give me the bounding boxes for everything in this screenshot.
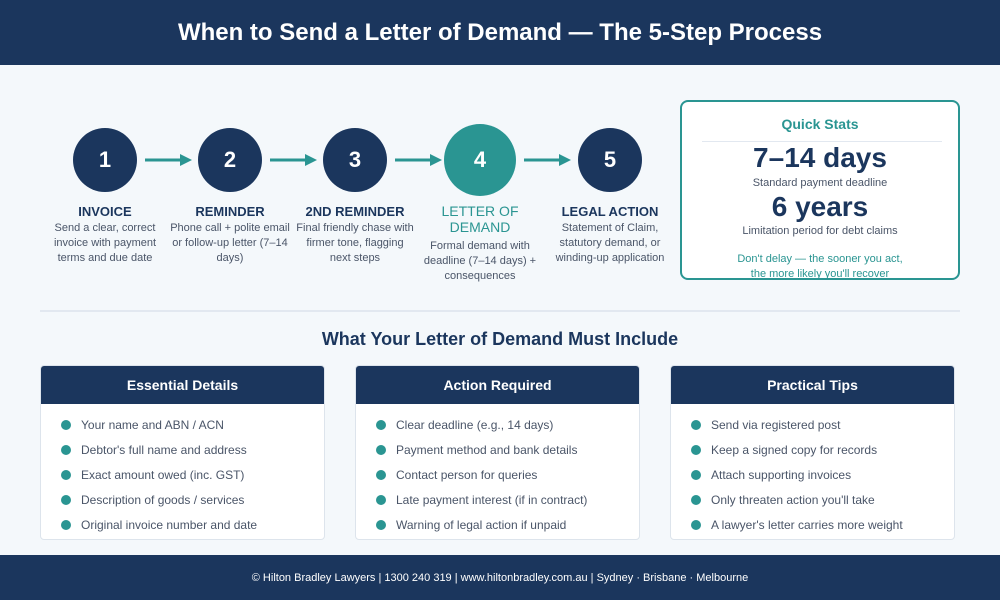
quick-stats-note-line1: Don't delay — the sooner you act, bbox=[737, 253, 903, 265]
card-title: Essential Details bbox=[41, 366, 324, 404]
quick-stats-title: Quick Stats bbox=[781, 116, 859, 132]
list-item-text: Debtor's full name and address bbox=[81, 443, 247, 457]
bullet-dot-icon bbox=[376, 420, 386, 430]
quick-stats-panel: Quick Stats 7–14 days Standard payment d… bbox=[680, 100, 960, 280]
section-title: What Your Letter of Demand Must Include bbox=[321, 329, 679, 349]
quick-stats-note: Don't delay — the sooner you act, the mo… bbox=[682, 252, 958, 282]
list-item: Warning of legal action if unpaid bbox=[376, 518, 639, 539]
list-item-text: Attach supporting invoices bbox=[711, 468, 852, 482]
step-3-title: 2ND REMINDER bbox=[305, 204, 405, 219]
step-4-title: LETTER OF DEMAND bbox=[415, 203, 545, 235]
list-item-text: Only threaten action you'll take bbox=[711, 493, 875, 507]
list-item-text: Payment method and bank details bbox=[396, 443, 578, 457]
step-4-circle: 4 bbox=[444, 124, 516, 196]
stat-limitation-label: Limitation period for debt claims bbox=[742, 225, 898, 237]
step-1-title: INVOICE bbox=[78, 204, 132, 219]
card-title: Practical Tips bbox=[671, 366, 954, 404]
list-item: Debtor's full name and address bbox=[61, 443, 324, 468]
bullet-dot-icon bbox=[376, 495, 386, 505]
step-4-description: Formal demand with deadline (7–14 days) … bbox=[423, 240, 537, 282]
list-item-text: A lawyer's letter carries more weight bbox=[711, 518, 903, 532]
footer-text: © Hilton Bradley Lawyers | 1300 240 319 … bbox=[251, 571, 749, 584]
list-item: A lawyer's letter carries more weight bbox=[691, 518, 954, 539]
list-item-text: Original invoice number and date bbox=[81, 518, 258, 532]
stat-limitation-value: 6 years bbox=[771, 191, 869, 222]
list-item-text: Keep a signed copy for records bbox=[711, 443, 878, 457]
bullet-dot-icon bbox=[691, 470, 701, 480]
step-2-circle: 2 bbox=[198, 128, 262, 192]
list-item: Original invoice number and date bbox=[61, 518, 324, 539]
card-list: Your name and ABN / ACN Debtor's full na… bbox=[41, 404, 324, 539]
card-essential-details: Essential Details Your name and ABN / AC… bbox=[40, 365, 325, 540]
process-flow: 1 INVOICE Send a clear, correct invoice … bbox=[40, 100, 670, 300]
step-4-title-line2: DEMAND bbox=[449, 219, 511, 235]
bullet-dot-icon bbox=[691, 520, 701, 530]
step-1-description: Send a clear, correct invoice with payme… bbox=[53, 222, 157, 264]
card-practical-tips: Practical Tips Send via registered post … bbox=[670, 365, 955, 540]
list-item-text: Clear deadline (e.g., 14 days) bbox=[396, 418, 554, 432]
step-5-number: 5 bbox=[603, 147, 617, 172]
bullet-dot-icon bbox=[61, 495, 71, 505]
list-item: Your name and ABN / ACN bbox=[61, 418, 324, 443]
list-item: Send via registered post bbox=[691, 418, 954, 443]
list-item: Payment method and bank details bbox=[376, 443, 639, 468]
bullet-dot-icon bbox=[691, 445, 701, 455]
bullet-dot-icon bbox=[691, 495, 701, 505]
step-3-circle: 3 bbox=[323, 128, 387, 192]
step-3-number: 3 bbox=[348, 147, 362, 172]
list-item-text: Description of goods / services bbox=[81, 493, 245, 507]
step-4-number: 4 bbox=[473, 147, 487, 172]
stat-deadline-label: Standard payment deadline bbox=[752, 177, 888, 189]
page-title: When to Send a Letter of Demand — The 5-… bbox=[177, 18, 823, 46]
step-2-title: REMINDER bbox=[195, 204, 265, 219]
stat-deadline-value: 7–14 days bbox=[753, 142, 887, 173]
card-list: Send via registered post Keep a signed c… bbox=[671, 404, 954, 539]
page-footer: © Hilton Bradley Lawyers | 1300 240 319 … bbox=[0, 555, 1000, 600]
list-item: Keep a signed copy for records bbox=[691, 443, 954, 468]
list-item: Attach supporting invoices bbox=[691, 468, 954, 493]
bullet-dot-icon bbox=[691, 420, 701, 430]
card-list: Clear deadline (e.g., 14 days) Payment m… bbox=[356, 404, 639, 539]
card-title: Action Required bbox=[356, 366, 639, 404]
arrow-right-icon bbox=[270, 154, 317, 166]
list-item-text: Late payment interest (if in contract) bbox=[396, 493, 588, 507]
bullet-dot-icon bbox=[61, 445, 71, 455]
step-1-circle: 1 bbox=[73, 128, 137, 192]
step-5-description: Statement of Claim, statutory demand, or… bbox=[555, 222, 665, 264]
bullet-dot-icon bbox=[61, 520, 71, 530]
bullet-dot-icon bbox=[376, 445, 386, 455]
quick-stats-divider bbox=[702, 141, 942, 142]
arrow-right-icon bbox=[395, 154, 442, 166]
list-item-text: Warning of legal action if unpaid bbox=[396, 518, 567, 532]
step-5-circle: 5 bbox=[578, 128, 642, 192]
arrow-right-icon bbox=[524, 154, 571, 166]
list-item: Late payment interest (if in contract) bbox=[376, 493, 639, 518]
list-item-text: Send via registered post bbox=[711, 418, 841, 432]
step-5-title: LEGAL ACTION bbox=[561, 204, 659, 219]
list-item-text: Exact amount owed (inc. GST) bbox=[81, 468, 245, 482]
list-item: Clear deadline (e.g., 14 days) bbox=[376, 418, 639, 443]
list-item: Only threaten action you'll take bbox=[691, 493, 954, 518]
step-4-title-line1: LETTER OF bbox=[441, 203, 519, 219]
bullet-dot-icon bbox=[61, 470, 71, 480]
card-action-required: Action Required Clear deadline (e.g., 14… bbox=[355, 365, 640, 540]
step-2-description: Phone call + polite email or follow-up l… bbox=[170, 222, 290, 264]
list-item: Description of goods / services bbox=[61, 493, 324, 518]
section-divider bbox=[40, 310, 960, 312]
bullet-dot-icon bbox=[61, 420, 71, 430]
step-1-number: 1 bbox=[98, 147, 112, 172]
step-3-description: Final friendly chase with firmer tone, f… bbox=[296, 222, 414, 264]
bullet-dot-icon bbox=[376, 470, 386, 480]
step-2-number: 2 bbox=[223, 147, 237, 172]
list-item-text: Your name and ABN / ACN bbox=[81, 418, 224, 432]
list-item: Contact person for queries bbox=[376, 468, 639, 493]
quick-stats-note-line2: the more likely you'll recover bbox=[750, 268, 890, 280]
page-header: When to Send a Letter of Demand — The 5-… bbox=[0, 0, 1000, 65]
arrow-right-icon bbox=[145, 154, 192, 166]
bullet-dot-icon bbox=[376, 520, 386, 530]
list-item: Exact amount owed (inc. GST) bbox=[61, 468, 324, 493]
list-item-text: Contact person for queries bbox=[396, 468, 538, 482]
